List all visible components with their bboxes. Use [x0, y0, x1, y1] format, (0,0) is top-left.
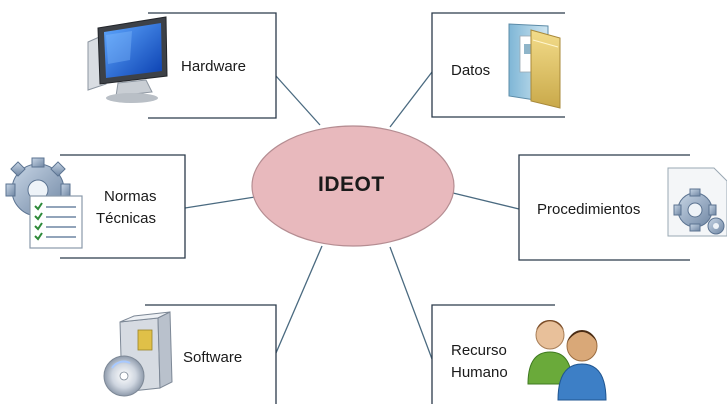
connector-lines — [184, 71, 520, 360]
box-datos — [431, 12, 565, 118]
label-procedimientos: Procedimientos — [537, 201, 641, 218]
connector-datos — [389, 71, 433, 128]
node-boxes — [60, 12, 690, 404]
people-icon — [527, 320, 607, 401]
monitor-icon — [87, 16, 168, 103]
connector-hardware — [275, 75, 321, 126]
label-normas-line2: Técnicas — [96, 210, 157, 227]
label-recurso-line2: Humano — [451, 364, 508, 381]
label-software: Software — [183, 349, 243, 366]
gear-document-icon — [5, 157, 83, 249]
software-box-icon — [103, 311, 173, 397]
label-normas-line1: Normas — [104, 188, 157, 205]
box-procedimientos — [518, 154, 690, 261]
box-software — [145, 304, 277, 404]
center-ellipse — [251, 125, 455, 247]
connector-normas — [184, 196, 256, 209]
box-hardware — [148, 12, 277, 119]
center-label: IDEOT — [318, 173, 385, 196]
label-recurso-line1: Recurso — [451, 342, 507, 359]
connector-procedimientos — [452, 192, 520, 210]
folder-icon — [508, 23, 561, 109]
connector-software — [275, 245, 323, 354]
box-recurso — [431, 304, 555, 404]
gear-page-icon — [667, 167, 727, 237]
box-normas — [60, 154, 186, 259]
connector-recurso — [389, 246, 433, 360]
label-hardware: Hardware — [181, 58, 247, 75]
label-datos: Datos — [451, 62, 491, 79]
